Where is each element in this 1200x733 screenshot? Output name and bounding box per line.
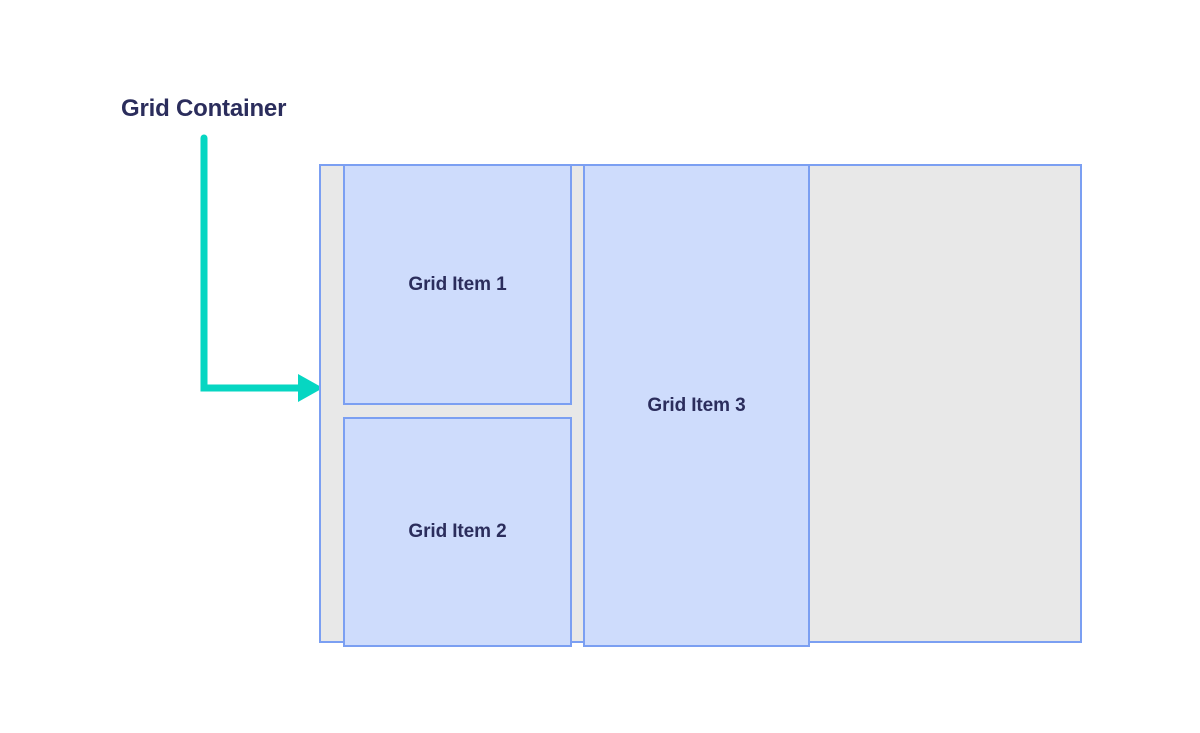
grid-item-2-label: Grid Item 2 [408, 521, 507, 542]
grid-item-1: Grid Item 1 [343, 164, 572, 405]
grid-container: Grid Item 1 Grid Item 2 Grid Item 3 [319, 164, 1082, 647]
grid-item-1-label: Grid Item 1 [408, 273, 507, 295]
annotation-label-grid-container: Grid Container [121, 95, 287, 122]
grid-item-2: Grid Item 2 [343, 417, 572, 647]
grid-item-3-label: Grid Item 3 [647, 394, 746, 416]
grid-item-3: Grid Item 3 [583, 164, 810, 647]
elbow-arrow-right-icon [200, 134, 323, 402]
